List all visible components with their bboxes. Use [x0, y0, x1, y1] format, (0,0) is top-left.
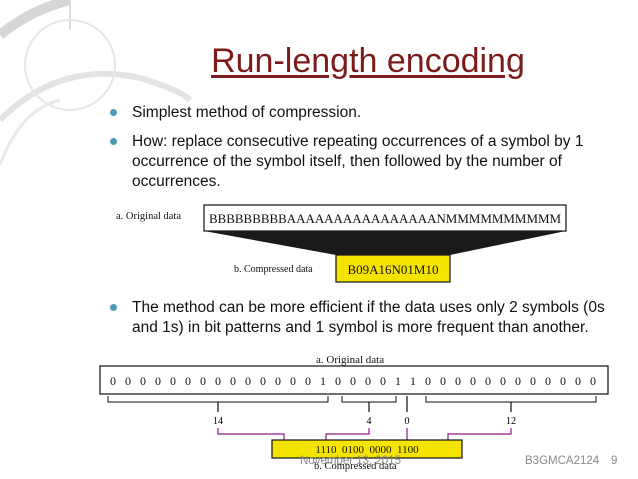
figure-rle-bits-diagram: a. Original data 0 0 0 0 0 0 0 0 0 0 0 0…	[99, 354, 609, 472]
bullet-dot-icon	[110, 109, 117, 116]
footer-course: B3GMCA2124	[525, 455, 600, 467]
bullet-text: Simplest method of compression.	[132, 104, 362, 121]
slide-title: Run-length encoding	[211, 42, 525, 80]
figure2-compressed-value: 1110 0100 0000 1100	[315, 444, 419, 456]
decorative-arcs	[0, 0, 193, 166]
figure2-compressed-label: b. Compressed data	[314, 461, 397, 472]
figure2-bits: 0 0 0 0 0 0 0 0 0 0 0 0 0 0 1 0 0 0 0 1 …	[110, 374, 596, 388]
figure-rle-letters: a. Original data BBBBBBBBBAAAAAAAAAAAAAA…	[96, 200, 596, 290]
figure-rle-letters-diagram: a. Original data BBBBBBBBBAAAAAAAAAAAAAA…	[116, 204, 567, 283]
bullet-dot-icon	[110, 138, 117, 145]
figure2-count: 12	[506, 416, 516, 427]
figure1-funnel	[204, 231, 566, 255]
figure1-original-label: a. Original data	[116, 211, 181, 222]
bullet-text: The method can be more efficient if the …	[132, 299, 605, 336]
figure2-original-label: a. Original data	[316, 354, 384, 366]
figure2-count: 4	[367, 416, 372, 427]
figure1-compressed-value: B09A16N01M10	[347, 262, 438, 277]
figure2-count: 0	[405, 416, 410, 427]
figure1-compressed-label: b. Compressed data	[234, 264, 313, 275]
footer-date: November 13, 2015	[300, 455, 402, 467]
bullet-dot-icon	[110, 304, 117, 311]
figure-rle-bits: a. Original data 0 0 0 0 0 0 0 0 0 0 0 0…	[96, 352, 616, 472]
figure2-count: 14	[213, 416, 223, 427]
figure1-original-value: BBBBBBBBBAAAAAAAAAAAAAAAANMMMMMMMMMM	[209, 211, 561, 226]
bullet-text: How: replace consecutive repeating occur…	[132, 133, 584, 190]
footer-page-number: 9	[611, 455, 618, 467]
